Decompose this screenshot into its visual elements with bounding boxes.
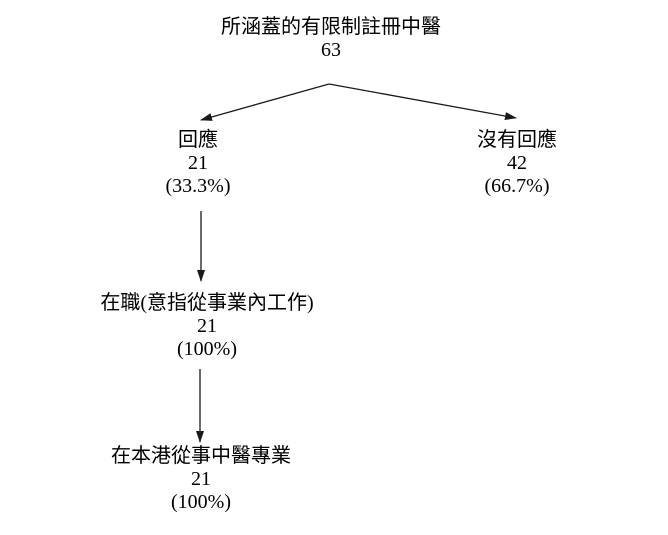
node-in-service-percent: (100%) xyxy=(177,338,237,360)
node-in-service-count: 21 xyxy=(196,315,217,337)
node-responded-percent: (33.3%) xyxy=(165,175,231,197)
node-root-count: 63 xyxy=(321,39,341,61)
node-practising-label: 在本港從事中醫專業 xyxy=(111,445,291,467)
node-responded: 回應 21 (33.3%) xyxy=(166,129,231,198)
node-root-label: 所涵蓋的有限制註冊中醫 xyxy=(221,16,441,38)
node-no-response-count: 42 xyxy=(507,152,527,174)
node-no-response: 沒有回應 42 (66.7%) xyxy=(477,129,557,198)
node-practising-count: 21 xyxy=(191,468,211,490)
node-no-response-percent: (66.7%) xyxy=(484,175,550,197)
node-practising-percent: (100%) xyxy=(171,491,231,513)
node-responded-count: 21 xyxy=(187,152,208,174)
node-in-service: 在職(意指從事業內工作) 21 (100%) xyxy=(100,292,313,361)
node-responded-label: 回應 xyxy=(177,129,218,151)
node-practising: 在本港從事中醫專業 21 (100%) xyxy=(111,445,291,514)
node-in-service-label: 在職(意指從事業內工作) xyxy=(100,292,314,314)
arrow-root-to-no-response xyxy=(328,83,517,120)
arrow-root-to-responded xyxy=(200,83,330,121)
node-root: 所涵蓋的有限制註冊中醫 63 xyxy=(221,16,441,62)
node-no-response-label: 沒有回應 xyxy=(477,129,557,151)
